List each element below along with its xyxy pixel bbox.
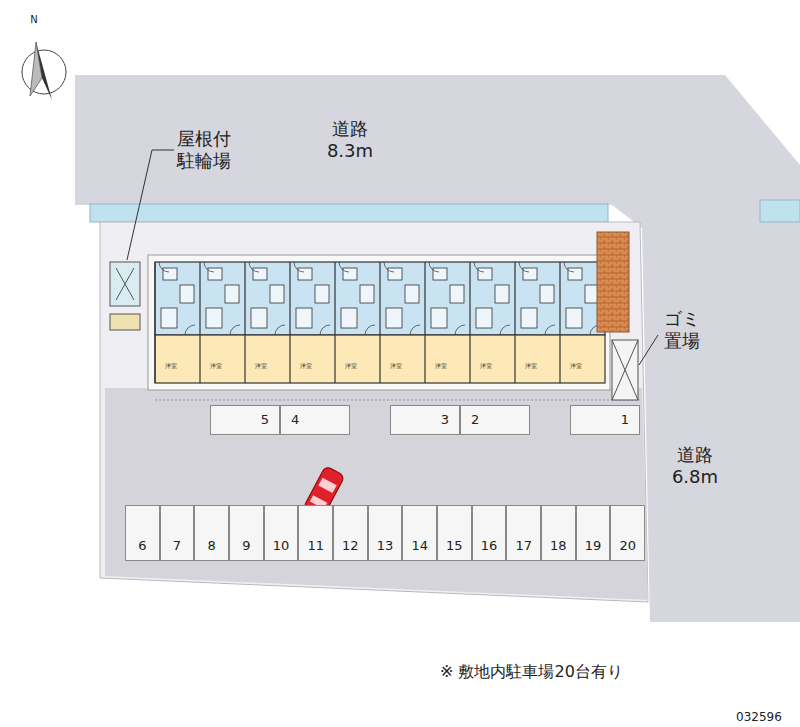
leader-line <box>639 335 658 365</box>
room-label: 洋室 <box>160 362 182 369</box>
parking-number: 4 <box>291 412 299 428</box>
site-ground <box>100 222 648 602</box>
parking-number: 15 <box>446 538 463 554</box>
parking-space: 15 <box>437 505 472 561</box>
parking-number: 8 <box>208 538 216 554</box>
garbage-area <box>612 340 638 400</box>
parking-space: 8 <box>194 505 229 561</box>
road-band: 道路 8.3m <box>310 112 390 168</box>
parking-number: 3 <box>441 412 449 428</box>
parking-number: 20 <box>619 538 636 554</box>
parking-space: 3 <box>390 405 460 435</box>
parking-space: 6 <box>125 505 160 561</box>
callout-label: 屋根付 駐輪場 <box>172 128 236 171</box>
building-outline <box>148 255 610 390</box>
parking-number: 9 <box>242 538 250 554</box>
road-label: 道路 6.8m <box>667 444 723 487</box>
unit-partitions <box>155 262 600 383</box>
bicycle-cross <box>116 268 134 300</box>
parking-space: 10 <box>264 505 299 561</box>
bicycle-rack <box>110 314 140 330</box>
sidewalk <box>90 204 608 222</box>
callout-label: ゴミ 置場 <box>660 308 704 351</box>
parking-number: 13 <box>377 538 394 554</box>
room-label: 洋室 <box>250 362 272 369</box>
leader-line <box>127 150 174 260</box>
parking-space: 12 <box>333 505 368 561</box>
parking-number: 1 <box>621 412 629 428</box>
parking-space: 5 <box>210 405 280 435</box>
road-band: 道路 6.8m <box>655 438 735 494</box>
brick-wall <box>597 232 629 332</box>
parking-number: 17 <box>515 538 532 554</box>
parking-number: 12 <box>342 538 359 554</box>
parking-number: 2 <box>471 412 479 428</box>
parking-number: 11 <box>307 538 324 554</box>
parking-number: 5 <box>261 412 269 428</box>
room-label: 洋室 <box>475 362 497 369</box>
road-surface <box>75 75 800 622</box>
parking-space: 14 <box>402 505 437 561</box>
parking-number: 7 <box>173 538 181 554</box>
parking-space: 4 <box>280 405 350 435</box>
site-boundary <box>155 400 640 401</box>
parking-number: 14 <box>411 538 428 554</box>
north-arrow <box>22 42 66 100</box>
north-label: N <box>26 14 42 26</box>
bicycle-parking <box>110 262 140 306</box>
garbage-cross <box>612 340 638 400</box>
sidewalk <box>760 200 800 222</box>
parking-number: 16 <box>481 538 498 554</box>
road-label: 道路 8.3m <box>322 118 378 161</box>
room-label: 洋室 <box>430 362 452 369</box>
room-label: 洋室 <box>385 362 407 369</box>
parking-number: 19 <box>585 538 602 554</box>
room-label: 洋室 <box>520 362 542 369</box>
parking-space: 20 <box>610 505 645 561</box>
parking-space: 1 <box>570 405 640 435</box>
parking-space: 2 <box>460 405 530 435</box>
parking-number: 6 <box>138 538 146 554</box>
room-label: 洋室 <box>340 362 362 369</box>
parking-number: 18 <box>550 538 567 554</box>
parking-space: 19 <box>576 505 611 561</box>
property-code: 032596 <box>736 710 782 724</box>
parking-space: 9 <box>229 505 264 561</box>
parking-space: 16 <box>472 505 507 561</box>
parking-lot <box>105 388 648 600</box>
room-label: 洋室 <box>295 362 317 369</box>
parking-number: 10 <box>273 538 290 554</box>
room-label: 洋室 <box>205 362 227 369</box>
parking-space: 13 <box>368 505 403 561</box>
parking-space: 11 <box>298 505 333 561</box>
room-label: 洋室 <box>565 362 587 369</box>
parking-space: 7 <box>160 505 195 561</box>
parking-space: 17 <box>506 505 541 561</box>
parking-space: 18 <box>541 505 576 561</box>
footnote: ※ 敷地内駐車場20台有り <box>440 662 623 681</box>
